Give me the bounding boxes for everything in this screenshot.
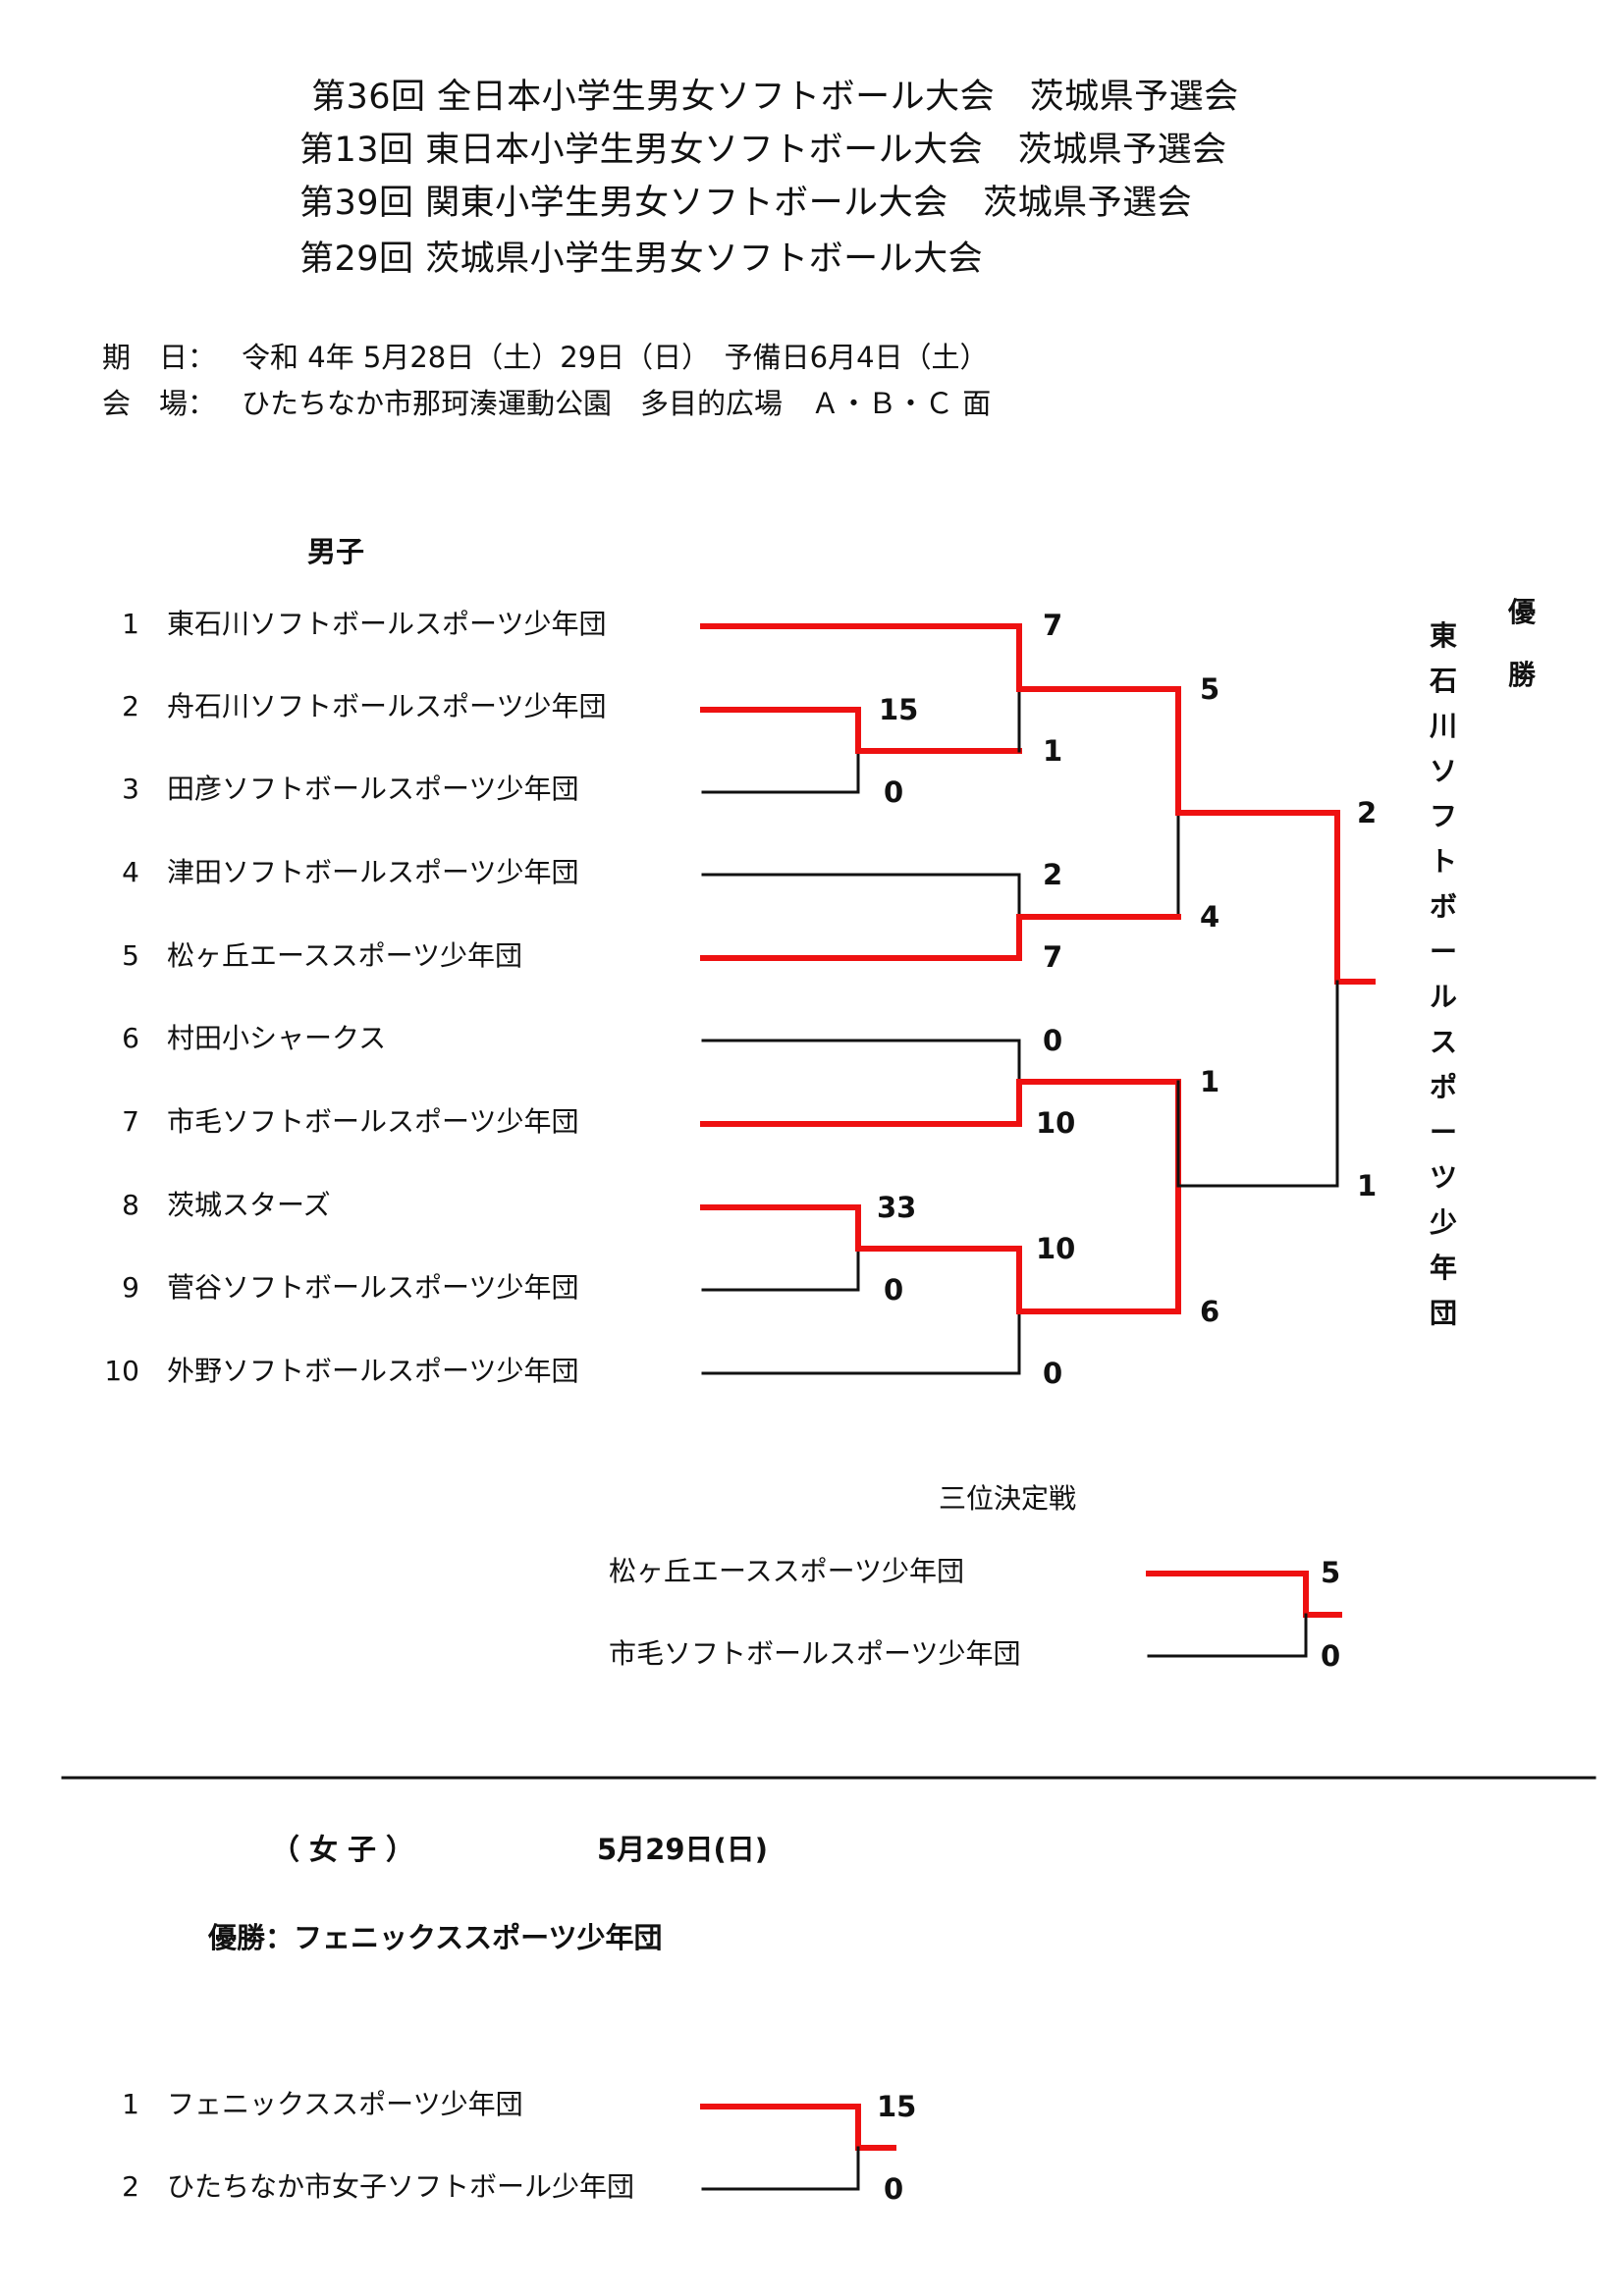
seed-number: 2 <box>122 690 139 722</box>
team-name: 田彦ソフトボールスポーツ少年団 <box>167 773 579 805</box>
title-line-1: 第36回 全日本小学生男女ソフトボール大会 茨城県予選会 <box>311 78 1239 117</box>
third-place-team-2: 市毛ソフトボールスポーツ少年団 <box>609 1637 1021 1670</box>
loser-line <box>701 873 1021 919</box>
score: 1 <box>1357 1169 1378 1202</box>
seed-number: 1 <box>122 608 139 640</box>
score: 15 <box>879 693 919 726</box>
score: 7 <box>1043 940 1063 974</box>
team-name: フェニックススポーツ少年団 <box>167 2088 523 2120</box>
title-line-4: 第29回 茨城県小学生男女ソフトボール大会 <box>299 240 984 279</box>
score: 7 <box>1043 609 1063 642</box>
venue-value: ひたちなか市那珂湊運動公園 多目的広場 Ａ・Ｂ・Ｃ 面 <box>242 387 992 420</box>
winner-line <box>1175 810 1376 985</box>
score: 0 <box>884 1273 904 1307</box>
score: 1 <box>1043 734 1063 768</box>
score: 15 <box>877 2090 917 2123</box>
score: 2 <box>1357 796 1378 829</box>
loser-line <box>1147 1613 1308 1658</box>
team-name: ひたちなか市女子ソフトボール少年団 <box>167 2170 635 2203</box>
score: 0 <box>884 775 904 809</box>
seed-number: 6 <box>122 1022 139 1054</box>
loser-line <box>701 2146 860 2191</box>
team-name: 東石川ソフトボールスポーツ少年団 <box>167 608 607 640</box>
seed-number: 3 <box>122 773 139 805</box>
score: 5 <box>1200 672 1220 706</box>
winner-line <box>1016 1183 1181 1314</box>
team-name: 舟石川ソフトボールスポーツ少年団 <box>167 690 607 722</box>
date-value: 令和 4年 5月28日（土）29日（日） 予備日6月4日（土） <box>242 341 989 374</box>
winner-line <box>700 1079 1022 1127</box>
team-name: 村田小シャークス <box>167 1022 387 1054</box>
seed-number: 4 <box>122 856 139 888</box>
champion-label: 優勝 <box>1507 596 1536 691</box>
girls-date: 5月29日(日) <box>597 1833 769 1866</box>
team-name: 津田ソフトボールスポーツ少年団 <box>167 856 579 888</box>
score: 4 <box>1200 900 1220 934</box>
team-name: 菅谷ソフトボールスポーツ少年団 <box>167 1271 579 1304</box>
winner-line <box>1146 1571 1342 1618</box>
team-name: 松ヶ丘エーススポーツ少年団 <box>167 939 523 972</box>
seed-number: 2 <box>122 2170 139 2203</box>
loser-line <box>701 1309 1021 1375</box>
loser-line <box>1176 980 1339 1188</box>
score: 2 <box>1043 858 1063 891</box>
score: 0 <box>884 2172 904 2206</box>
loser-line <box>701 1247 860 1292</box>
seed-number: 5 <box>122 939 139 972</box>
seed-number: 7 <box>122 1105 139 1138</box>
seed-number: 8 <box>122 1189 139 1221</box>
score: 0 <box>1043 1357 1063 1390</box>
date-label: 期 日： <box>102 341 217 374</box>
winner-line <box>700 707 861 754</box>
girls-heading: （女子） <box>271 1833 425 1866</box>
score: 10 <box>1036 1106 1076 1140</box>
third-place-heading: 三位決定戦 <box>939 1482 1077 1515</box>
seed-number: 1 <box>122 2088 139 2120</box>
winner-line <box>855 1246 1022 1314</box>
boys-heading: 男子 <box>307 535 365 568</box>
champion-name: 東石川ソフトボールスポーツ少年団 <box>1429 619 1457 1329</box>
winner-line <box>700 623 1022 692</box>
team-name: 茨城スターズ <box>167 1189 331 1221</box>
loser-line <box>701 749 860 794</box>
seed-number: 9 <box>122 1271 139 1304</box>
title-line-2: 第13回 東日本小学生男女ソフトボール大会 茨城県予選会 <box>299 131 1227 170</box>
score: 1 <box>1200 1065 1220 1098</box>
girls-champion: 優勝：フェニックススポーツ少年団 <box>208 1921 663 1954</box>
venue-label: 会 場： <box>102 387 217 420</box>
winner-line <box>700 1204 861 1252</box>
winner-line <box>700 2104 896 2151</box>
winner-line <box>700 914 1022 961</box>
score: 33 <box>877 1191 917 1224</box>
title-line-3: 第39回 関東小学生男女ソフトボール大会 茨城県予選会 <box>299 184 1193 223</box>
score: 6 <box>1200 1295 1220 1328</box>
third-place-team-1: 松ヶ丘エーススポーツ少年団 <box>609 1555 965 1587</box>
seed-number: 10 <box>104 1355 139 1387</box>
team-name: 外野ソフトボールスポーツ少年団 <box>167 1355 579 1387</box>
score: 0 <box>1321 1639 1341 1673</box>
winner-line <box>1016 686 1181 816</box>
loser-line <box>701 1039 1021 1084</box>
score: 0 <box>1043 1024 1063 1057</box>
score: 5 <box>1321 1556 1341 1589</box>
team-name: 市毛ソフトボールスポーツ少年団 <box>167 1105 579 1138</box>
score: 10 <box>1036 1232 1076 1265</box>
